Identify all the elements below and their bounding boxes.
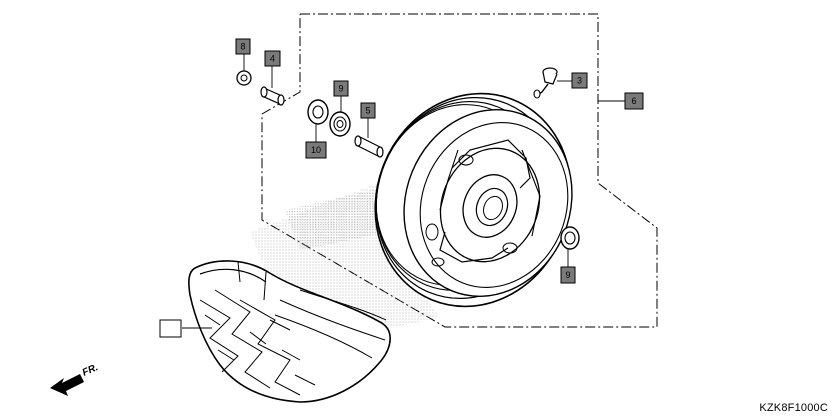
rear-wheel — [374, 92, 573, 308]
callout-9-upper-label: 9 — [338, 84, 343, 94]
front-direction-arrow-icon: FR. — [50, 362, 100, 396]
callout-6[interactable]: 6 — [624, 92, 644, 110]
tire — [188, 260, 391, 403]
bearing-upper — [329, 111, 351, 137]
callout-9-upper[interactable]: 9 — [333, 80, 349, 97]
collar-4 — [260, 86, 285, 106]
air-valve — [533, 67, 558, 99]
callout-4-label: 4 — [270, 54, 275, 64]
callout-5-label: 5 — [365, 106, 370, 116]
callout-6-label: 6 — [631, 96, 636, 106]
callout-8[interactable]: 8 — [235, 38, 251, 55]
diagram-code: KZK8F1000C — [759, 402, 828, 414]
nut — [236, 70, 252, 86]
callout-3-label: 3 — [577, 76, 582, 86]
bearing-lower — [560, 226, 580, 250]
dust-seal — [307, 99, 329, 125]
leader-lines — [182, 54, 625, 329]
collar-5 — [354, 135, 384, 158]
callout-10[interactable]: 10 — [305, 141, 327, 159]
callout-tire[interactable] — [159, 319, 182, 338]
callout-9-lower-label: 9 — [565, 270, 570, 280]
callout-10-label: 10 — [311, 145, 321, 155]
callout-8-label: 8 — [240, 42, 245, 52]
callout-3[interactable]: 3 — [571, 72, 588, 89]
callout-5[interactable]: 5 — [360, 102, 376, 119]
callout-9-lower[interactable]: 9 — [560, 266, 576, 284]
callout-4[interactable]: 4 — [264, 50, 281, 67]
direction-label: FR. — [81, 362, 100, 379]
